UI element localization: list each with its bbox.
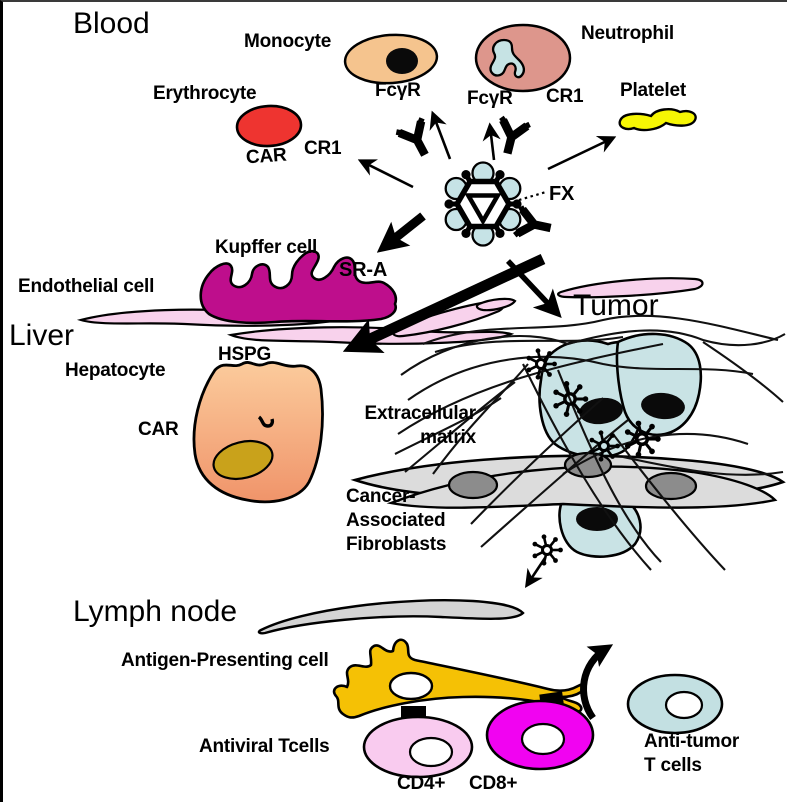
antibody-icon xyxy=(396,118,437,161)
label-erythrocyte: Erythrocyte xyxy=(153,83,257,104)
label-monocyte: Monocyte xyxy=(244,31,332,52)
car-receptor-mark xyxy=(257,415,275,428)
label-neutrophil: Neutrophil xyxy=(581,23,674,44)
label-cancer-associated-fibroblasts: Cancer- Associated Fibroblasts xyxy=(346,485,446,557)
label-platelet: Platelet xyxy=(620,80,686,101)
label-endothelial-cell: Endothelial cell xyxy=(18,276,155,297)
label-cd4: CD4+ xyxy=(397,773,446,794)
fx-callout-line xyxy=(518,190,547,202)
arrow-to-tumor xyxy=(505,259,562,319)
tumor-virus-icon xyxy=(531,532,565,568)
arrow-to-erythrocyte xyxy=(357,159,414,189)
arrow-to-monocyte xyxy=(429,110,452,160)
label-extracellular-matrix: Extracellular matrix xyxy=(351,402,477,450)
erythrocyte-cell xyxy=(235,104,303,148)
arrow-to-neutrophil xyxy=(482,122,501,161)
section-blood: Blood xyxy=(73,7,150,40)
label-cr1-neutrophil: CR1 xyxy=(546,86,584,107)
label-antitumor-line2: T cells xyxy=(644,755,702,776)
section-tumor: Tumor xyxy=(573,289,659,322)
section-lymph-node: Lymph node xyxy=(73,595,238,628)
neutrophil-cell xyxy=(474,23,572,93)
label-caf-line2: Associated xyxy=(346,510,446,531)
hepatocyte-cell xyxy=(192,361,324,504)
arrow-to-kupffer xyxy=(376,212,426,253)
cancer-associated-fibroblasts xyxy=(350,451,786,509)
label-hepatocyte: Hepatocyte xyxy=(65,360,166,381)
label-anti-tumor-t-cells: Anti-tumor T cells xyxy=(644,730,739,778)
label-antiviral-tcells: Antiviral Tcells xyxy=(199,736,330,757)
cd8-t-cell xyxy=(485,699,595,771)
adenovirus-particle xyxy=(444,161,522,247)
monocyte-cell xyxy=(343,33,439,85)
label-car-erythrocyte: CAR xyxy=(245,144,288,169)
label-antigen-presenting-cell: Antigen-Presenting cell xyxy=(121,650,329,671)
antibody-icon xyxy=(493,117,529,157)
arrow-to-hepatocyte xyxy=(342,254,546,353)
label-cr1-erythrocyte: CR1 xyxy=(304,138,342,159)
label-cd8: CD8+ xyxy=(469,773,518,794)
section-liver: Liver xyxy=(9,319,75,352)
antibody-icon xyxy=(515,207,554,242)
label-ecm-line1: Extracellular xyxy=(364,403,477,424)
anti-tumor-t-cell xyxy=(626,673,724,735)
label-car-hepatocyte: CAR xyxy=(138,419,179,440)
label-caf-line3: Fibroblasts xyxy=(346,534,447,555)
label-caf-line1: Cancer- xyxy=(346,486,416,507)
platelet-cell xyxy=(618,108,697,132)
cd4-t-cell xyxy=(362,715,474,779)
label-ecm-line2: matrix xyxy=(420,427,476,448)
extracellular-matrix-fibers xyxy=(394,314,786,571)
arrow-virus-spread xyxy=(524,557,547,589)
label-sra: SR-A xyxy=(339,259,388,281)
label-antitumor-line1: Anti-tumor xyxy=(644,731,740,752)
label-fx: FX xyxy=(549,183,575,205)
label-fcgr-monocyte: FcγR xyxy=(375,80,421,101)
lymph-node-capsule xyxy=(257,599,525,635)
kupffer-cell xyxy=(199,249,398,325)
label-hspg: HSPG xyxy=(218,344,272,365)
diagram-artwork xyxy=(76,23,786,779)
label-kupffer-cell: Kupffer cell xyxy=(215,237,318,258)
antigen-presenting-cell xyxy=(332,638,587,719)
arrow-cd8-to-tumor xyxy=(580,644,614,721)
arrow-to-platelet xyxy=(547,136,617,171)
label-fcgr-neutrophil: FcγR xyxy=(467,88,513,109)
